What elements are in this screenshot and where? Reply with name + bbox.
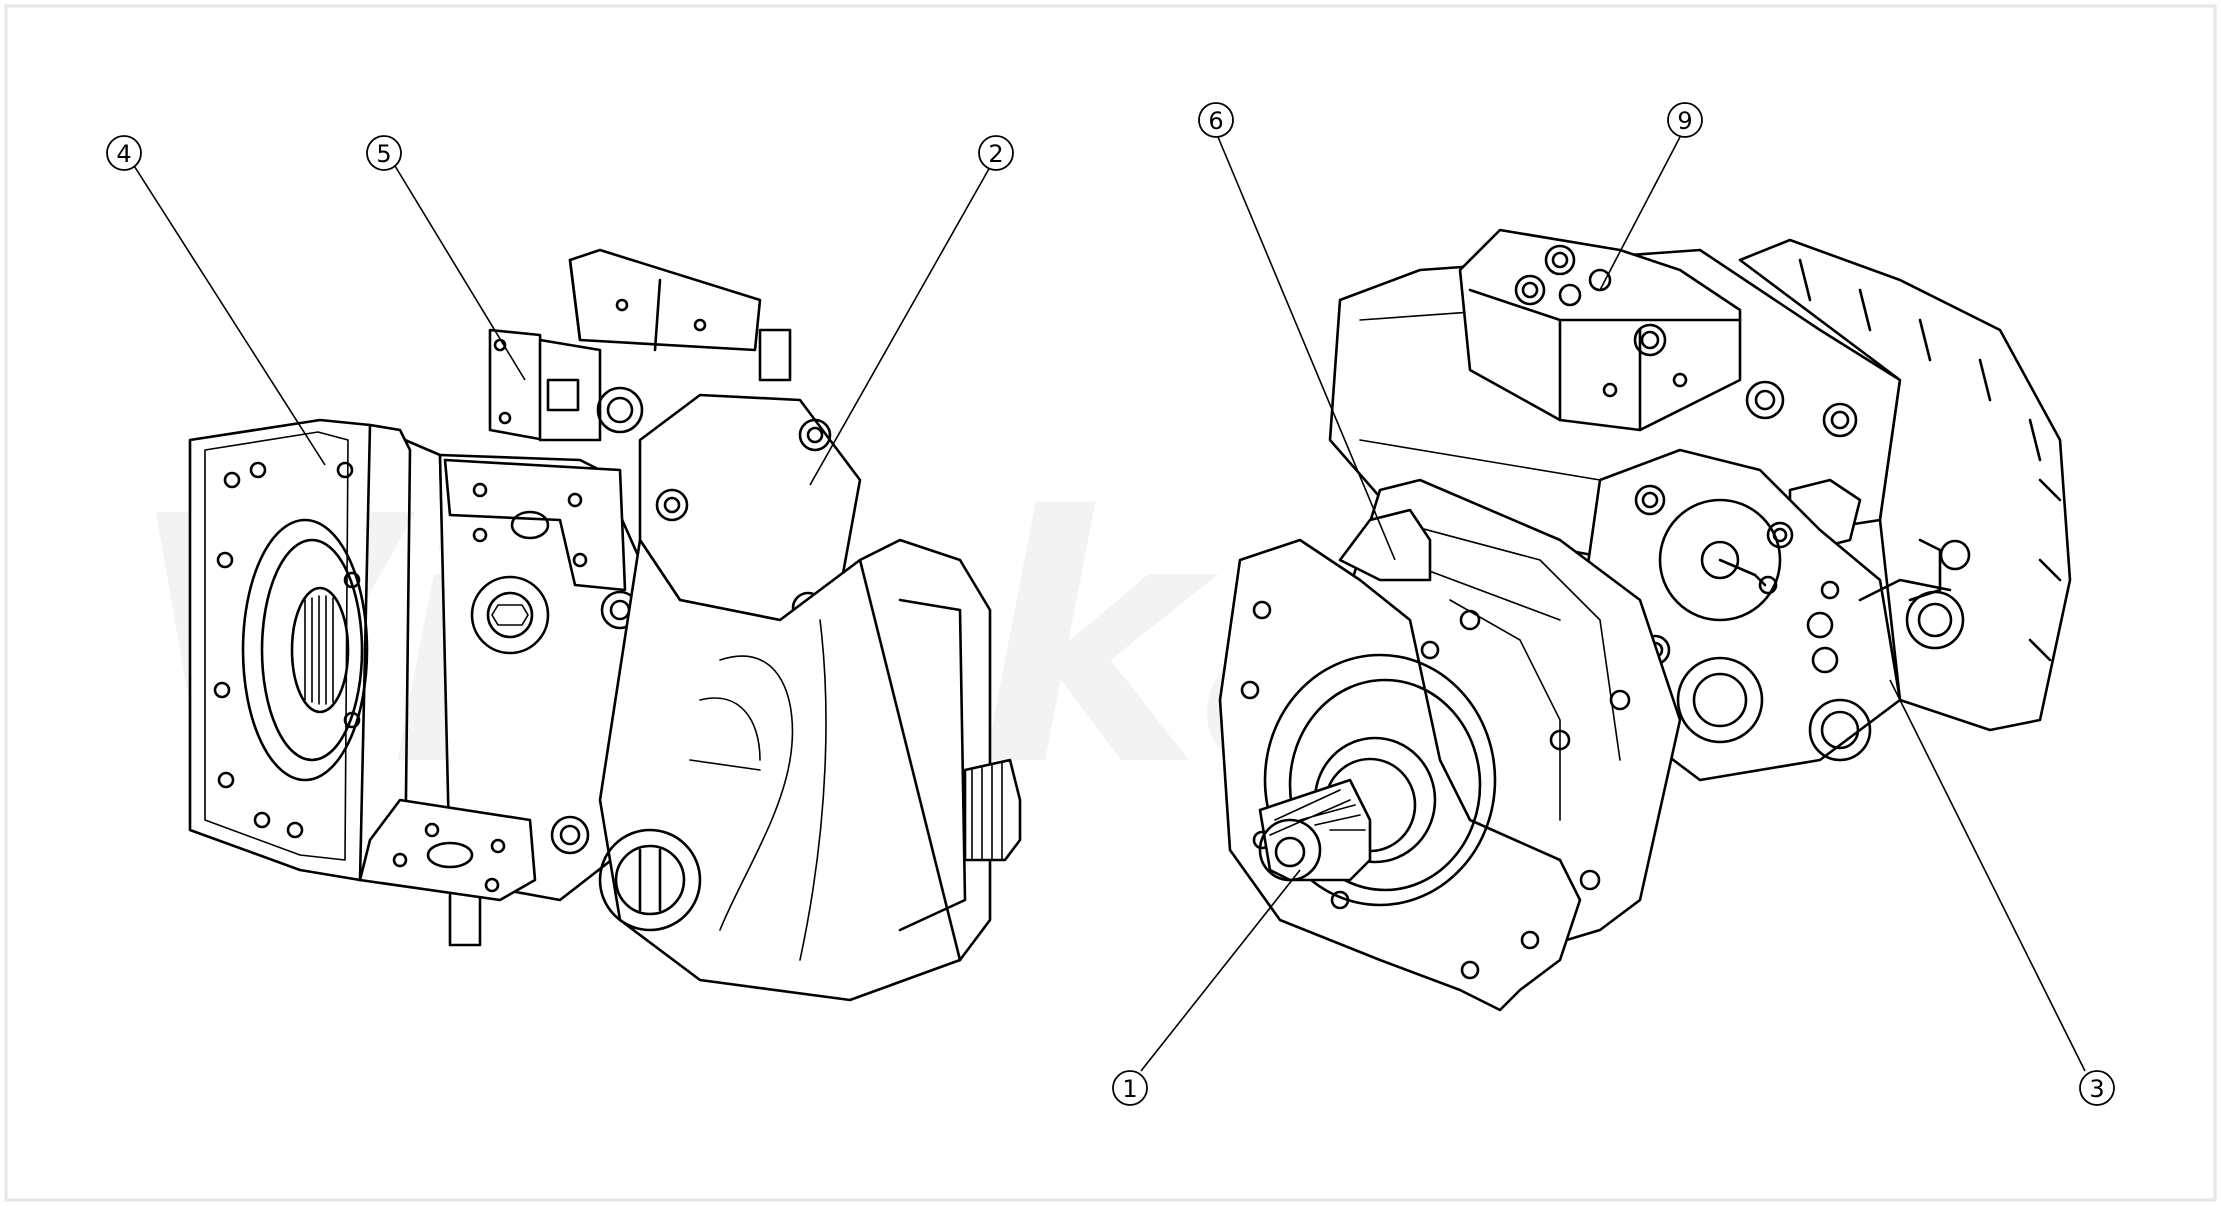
callout-balloon-5: 5 [366, 135, 402, 171]
callout-balloon-9: 9 [1667, 102, 1703, 138]
callout-label-4: 4 [116, 140, 131, 168]
callout-label-2: 2 [988, 140, 1003, 168]
callout-balloon-3: 3 [2079, 1070, 2115, 1106]
callout-label-5: 5 [376, 140, 391, 168]
right-pump-drawing [1218, 228, 2072, 1012]
callout-label-3: 3 [2089, 1075, 2104, 1103]
callout-balloon-6: 6 [1198, 102, 1234, 138]
callout-label-6: 6 [1208, 107, 1223, 135]
callout-label-9: 9 [1677, 107, 1692, 135]
callout-balloon-4: 4 [106, 135, 142, 171]
callout-balloon-1: 1 [1112, 1070, 1148, 1106]
left-pump-drawing [188, 248, 1022, 1002]
callout-label-1: 1 [1122, 1075, 1137, 1103]
drawing-border [4, 4, 2217, 1202]
leader-lines [130, 136, 2086, 1072]
callout-balloon-2: 2 [978, 135, 1014, 171]
